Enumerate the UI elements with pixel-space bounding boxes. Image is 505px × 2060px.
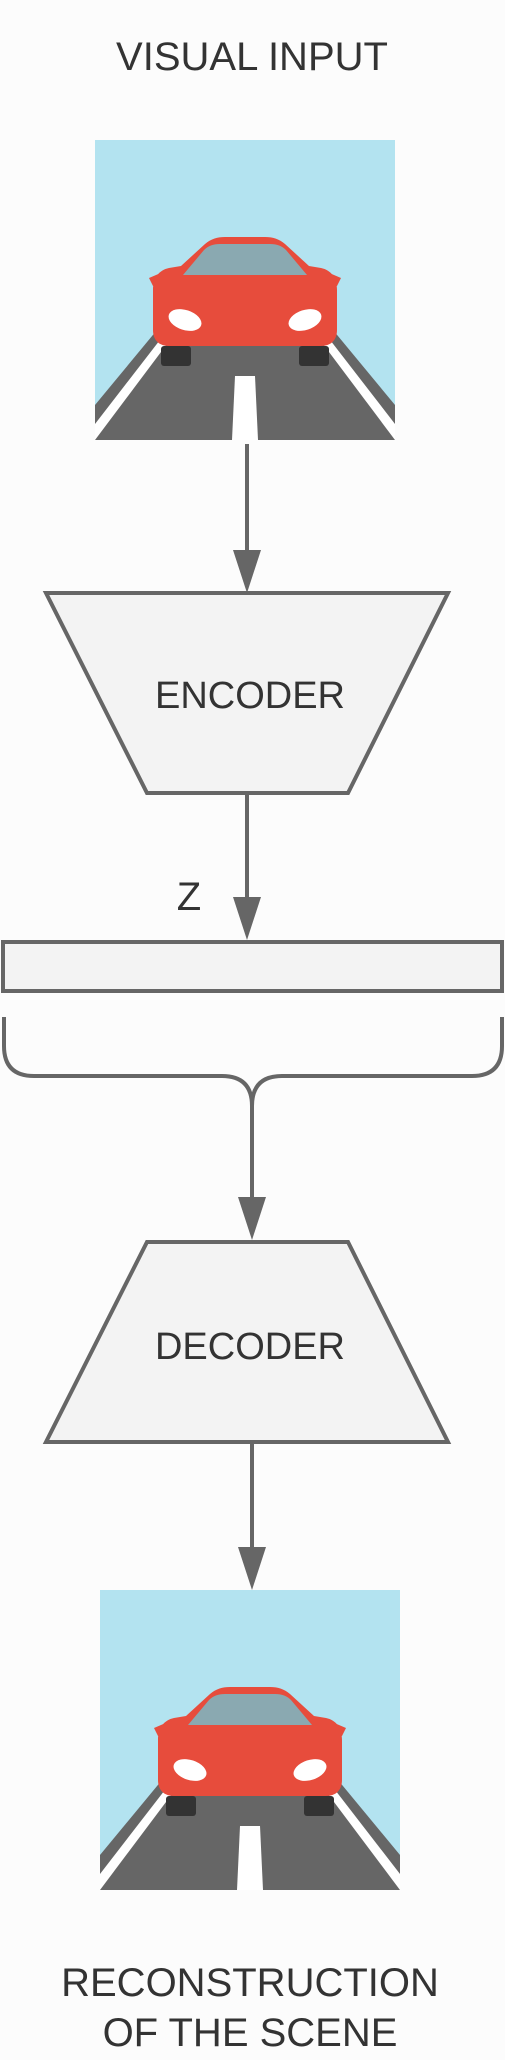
latent-label: Z	[177, 875, 201, 919]
latent-vector-bar	[1, 940, 504, 993]
arrow-latent-to-decoder	[238, 1100, 266, 1240]
input-image-car-icon	[95, 140, 395, 440]
decoder-block: DECODER	[42, 1240, 452, 1444]
curly-brace	[2, 1017, 504, 1107]
decoder-label: DECODER	[155, 1326, 345, 1368]
output-image-car-icon	[100, 1590, 400, 1890]
encoder-block: ENCODER	[42, 591, 452, 795]
arrow-decoder-to-output	[238, 1442, 266, 1590]
arrow-encoder-to-latent	[233, 793, 261, 940]
output-caption-line1: RECONSTRUCTION	[61, 1961, 439, 2005]
input-title: VISUAL INPUT	[116, 35, 388, 79]
encoder-label: ENCODER	[155, 675, 345, 717]
arrow-input-to-encoder	[233, 444, 261, 593]
output-caption-line2: OF THE SCENE	[103, 2011, 398, 2055]
